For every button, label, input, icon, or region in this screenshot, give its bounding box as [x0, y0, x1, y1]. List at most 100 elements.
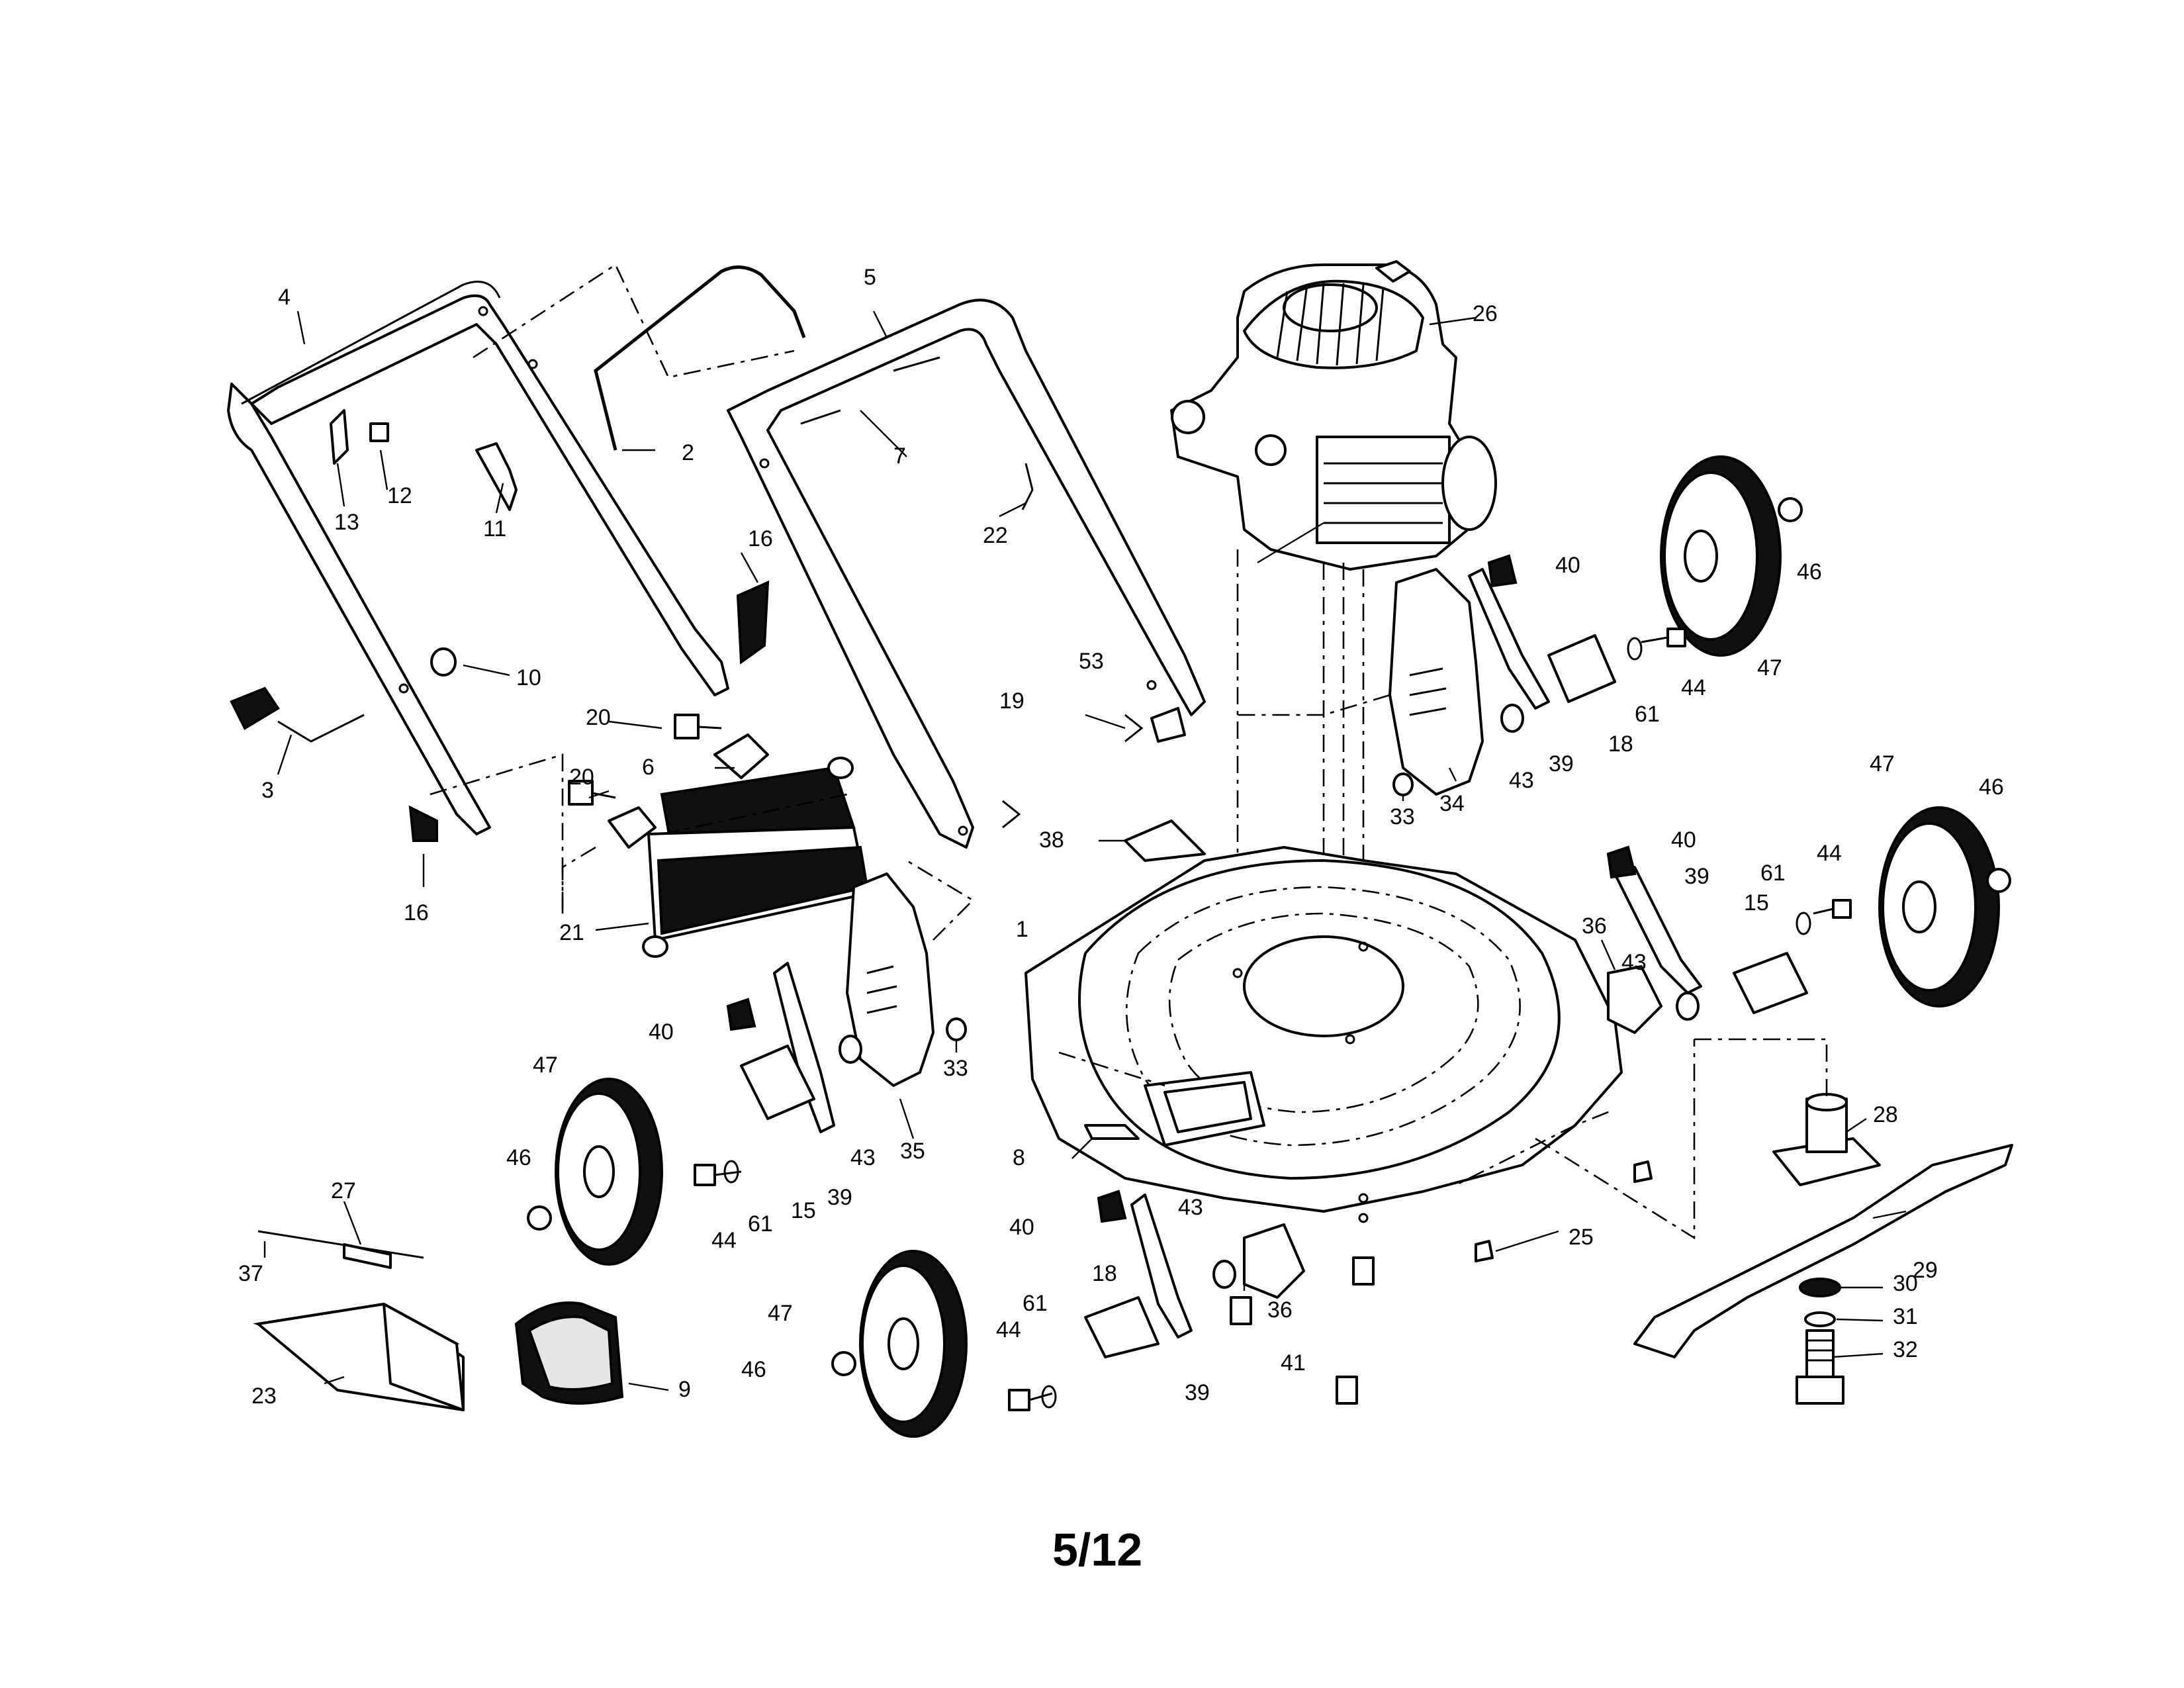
- tab-40: [1097, 1190, 1127, 1223]
- callout-1: 1: [1016, 917, 1028, 942]
- callout-43: 43: [1509, 768, 1534, 793]
- callout-30: 30: [1893, 1271, 1918, 1296]
- height-lever-39: [1614, 866, 1702, 994]
- rod-37: [257, 1230, 424, 1259]
- callout-61: 61: [1760, 861, 1786, 886]
- upper-handle-4: [227, 281, 729, 835]
- callout-32: 32: [1893, 1337, 1918, 1362]
- callout-15: 15: [1744, 890, 1769, 915]
- callout-44: 44: [711, 1228, 737, 1253]
- wheel-47: [859, 1250, 968, 1438]
- callout-31: 31: [1893, 1304, 1918, 1329]
- callout-41: 41: [1281, 1350, 1306, 1376]
- spring-11: [475, 442, 518, 511]
- callout-33: 33: [1390, 804, 1415, 829]
- axle-plate-18: [1547, 634, 1616, 703]
- tab-40: [726, 998, 756, 1031]
- blade-29: [1633, 1144, 2013, 1358]
- hinge-bracket-6: [608, 733, 769, 849]
- wheel-47: [1660, 455, 1782, 657]
- washer-61: [723, 1160, 739, 1184]
- lever-13: [330, 409, 349, 465]
- wheel-47: [1878, 806, 2000, 1008]
- wire-tie-22: [1021, 463, 1034, 510]
- knob-16: [408, 805, 438, 842]
- tab-40: [1606, 845, 1637, 879]
- callout-61: 61: [1635, 702, 1660, 727]
- callout-26: 26: [1473, 301, 1498, 326]
- callout-43: 43: [1621, 950, 1647, 975]
- callout-43: 43: [1178, 1195, 1203, 1220]
- callout-11: 11: [483, 516, 506, 541]
- washer-61: [1796, 912, 1811, 935]
- spacer-43: [1676, 992, 1700, 1021]
- cable-clip-53: [1150, 707, 1186, 743]
- mulch-plug-9: [514, 1301, 624, 1405]
- blade-bolt-32: [1796, 1329, 1844, 1405]
- callout-40: 40: [1555, 553, 1580, 578]
- axle-plate-15: [740, 1045, 815, 1120]
- callout-40: 40: [649, 1019, 674, 1045]
- hairpin-19: [1002, 800, 1021, 829]
- callout-20: 20: [586, 705, 611, 730]
- callout-15: 15: [791, 1198, 816, 1223]
- rear-chute-23: [253, 1302, 465, 1411]
- height-bracket-35: [846, 872, 934, 1087]
- callout-44: 44: [996, 1317, 1021, 1342]
- callout-19: 19: [999, 688, 1024, 714]
- knob-16: [736, 580, 770, 665]
- callout-37: 37: [238, 1261, 263, 1286]
- callout-labels: [263, 310, 1907, 1391]
- callout-20: 20: [569, 765, 594, 790]
- washer-61: [1627, 637, 1643, 661]
- callout-23: 23: [251, 1383, 277, 1409]
- nut-33: [1392, 773, 1414, 796]
- callout-34: 34: [1439, 791, 1465, 816]
- mower-deck-1: [1024, 846, 1623, 1223]
- spacer-43: [839, 1035, 862, 1064]
- bolt-7: [800, 356, 940, 425]
- callout-7: 7: [893, 444, 906, 469]
- callout-38: 38: [1039, 827, 1064, 853]
- callout-16: 16: [748, 526, 773, 551]
- spring-27: [343, 1243, 392, 1269]
- callout-8: 8: [1013, 1145, 1025, 1170]
- knob-3: [230, 686, 280, 730]
- callout-21: 21: [559, 920, 584, 945]
- shoulder-bolt-44: [694, 1164, 742, 1186]
- callout-39: 39: [1684, 864, 1709, 889]
- nut-46: [1986, 868, 2011, 893]
- shoulder-bolt-44: [1641, 628, 1686, 647]
- control-bail-2: [594, 265, 806, 451]
- axle-plate-18: [1084, 1296, 1160, 1358]
- callout-36: 36: [1267, 1297, 1293, 1323]
- callout-46: 46: [741, 1357, 766, 1382]
- nut-33: [946, 1017, 967, 1041]
- washer-30: [1799, 1278, 1841, 1297]
- spacer-43: [1212, 1260, 1236, 1289]
- callout-6: 6: [642, 755, 655, 780]
- callout-44: 44: [1681, 675, 1706, 700]
- rear-door-21: [642, 757, 869, 958]
- height-lever-39: [1468, 568, 1550, 710]
- callout-2: 2: [682, 440, 694, 465]
- callout-47: 47: [1870, 751, 1895, 776]
- height-bracket-34: [1388, 568, 1484, 796]
- wheel-47: [555, 1078, 663, 1266]
- callout-39: 39: [1549, 751, 1574, 776]
- callout-47: 47: [768, 1301, 793, 1326]
- callout-46: 46: [1797, 559, 1822, 585]
- spacer-10: [430, 647, 457, 677]
- callout-12: 12: [387, 483, 412, 508]
- callout-53: 53: [1079, 649, 1104, 674]
- callout-47: 47: [1757, 655, 1782, 680]
- height-lever-39: [1130, 1194, 1193, 1338]
- blade-adapter-28: [1772, 1093, 1881, 1186]
- nut-25: [1475, 1240, 1494, 1262]
- nut-46: [831, 1351, 856, 1376]
- washer-61: [1041, 1385, 1057, 1409]
- callout-47: 47: [533, 1053, 558, 1078]
- hinge-bolt-20: [568, 714, 722, 806]
- callout-27: 27: [331, 1178, 356, 1203]
